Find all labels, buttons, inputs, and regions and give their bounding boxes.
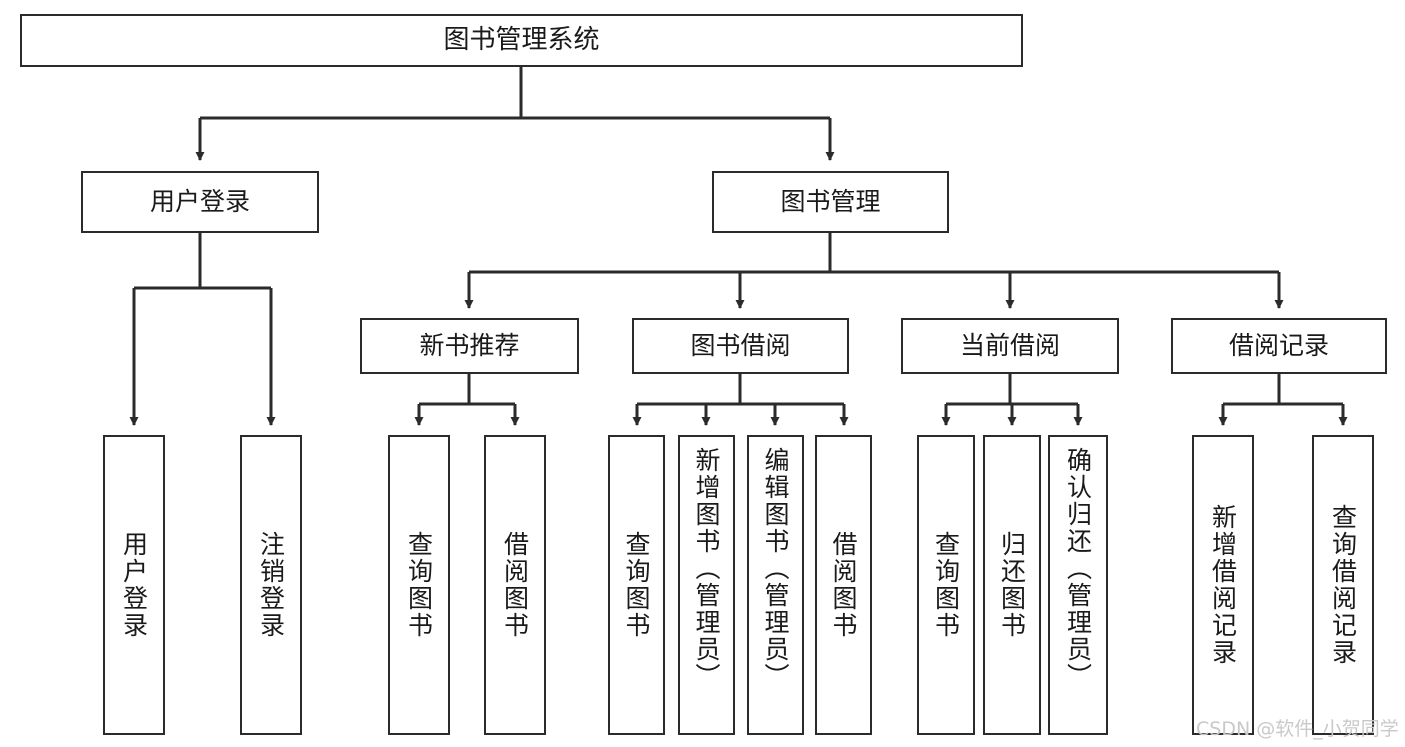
node-leaf-user-login-label: 用户登录 — [119, 531, 149, 639]
node-leaf-borrow-book-2[interactable]: 借阅图书 — [815, 435, 872, 735]
node-leaf-logout-label: 注销登录 — [256, 531, 286, 639]
node-borrow-record-label: 借阅记录 — [1228, 330, 1329, 360]
node-leaf-add-record-label: 新增借阅记录 — [1208, 504, 1238, 666]
node-leaf-query-book-1-label: 查询图书 — [404, 531, 434, 639]
node-leaf-borrow-book-2-label: 借阅图书 — [829, 531, 858, 639]
node-borrow-record[interactable]: 借阅记录 — [1171, 318, 1387, 374]
node-leaf-borrow-book-1[interactable]: 借阅图书 — [484, 435, 546, 735]
node-leaf-return-book-label: 归还图书 — [997, 531, 1027, 639]
node-leaf-query-book-1[interactable]: 查询图书 — [388, 435, 450, 735]
node-leaf-return-book[interactable]: 归还图书 — [983, 435, 1041, 735]
node-leaf-query-book-2[interactable]: 查询图书 — [608, 435, 665, 735]
node-book-borrow[interactable]: 图书借阅 — [632, 318, 849, 374]
node-current-borrow-label: 当前借阅 — [959, 330, 1060, 360]
node-leaf-user-login[interactable]: 用户登录 — [103, 435, 165, 735]
node-leaf-logout[interactable]: 注销登录 — [240, 435, 302, 735]
node-leaf-add-record[interactable]: 新增借阅记录 — [1192, 435, 1254, 735]
node-current-borrow[interactable]: 当前借阅 — [901, 318, 1119, 374]
node-leaf-query-book-3-label: 查询图书 — [931, 531, 961, 639]
node-leaf-edit-book-label: 编辑图书（管理员） — [761, 447, 790, 690]
node-root-label: 图书管理系统 — [443, 24, 600, 55]
node-book-borrow-label: 图书借阅 — [690, 330, 791, 360]
node-leaf-query-record-label: 查询借阅记录 — [1328, 504, 1358, 666]
node-leaf-borrow-book-1-label: 借阅图书 — [500, 531, 530, 639]
node-leaf-query-record[interactable]: 查询借阅记录 — [1312, 435, 1374, 735]
node-leaf-add-book[interactable]: 新增图书（管理员） — [678, 435, 735, 735]
node-user-login-label: 用户登录 — [149, 186, 250, 216]
node-root[interactable]: 图书管理系统 — [20, 14, 1023, 67]
node-leaf-edit-book[interactable]: 编辑图书（管理员） — [747, 435, 804, 735]
node-leaf-add-book-label: 新增图书（管理员） — [692, 447, 721, 690]
node-leaf-confirm-return-label: 确认归还（管理员） — [1063, 447, 1093, 690]
node-book-manage-label: 图书管理 — [780, 186, 881, 216]
node-leaf-confirm-return[interactable]: 确认归还（管理员） — [1048, 435, 1108, 735]
node-new-book-rec[interactable]: 新书推荐 — [360, 318, 579, 374]
node-book-manage[interactable]: 图书管理 — [712, 171, 949, 233]
node-new-book-rec-label: 新书推荐 — [419, 330, 520, 360]
csdn-watermark: CSDN @软件_小贺同学 — [1196, 718, 1399, 740]
node-leaf-query-book-2-label: 查询图书 — [622, 531, 651, 639]
node-user-login[interactable]: 用户登录 — [81, 171, 319, 233]
node-leaf-query-book-3[interactable]: 查询图书 — [917, 435, 975, 735]
